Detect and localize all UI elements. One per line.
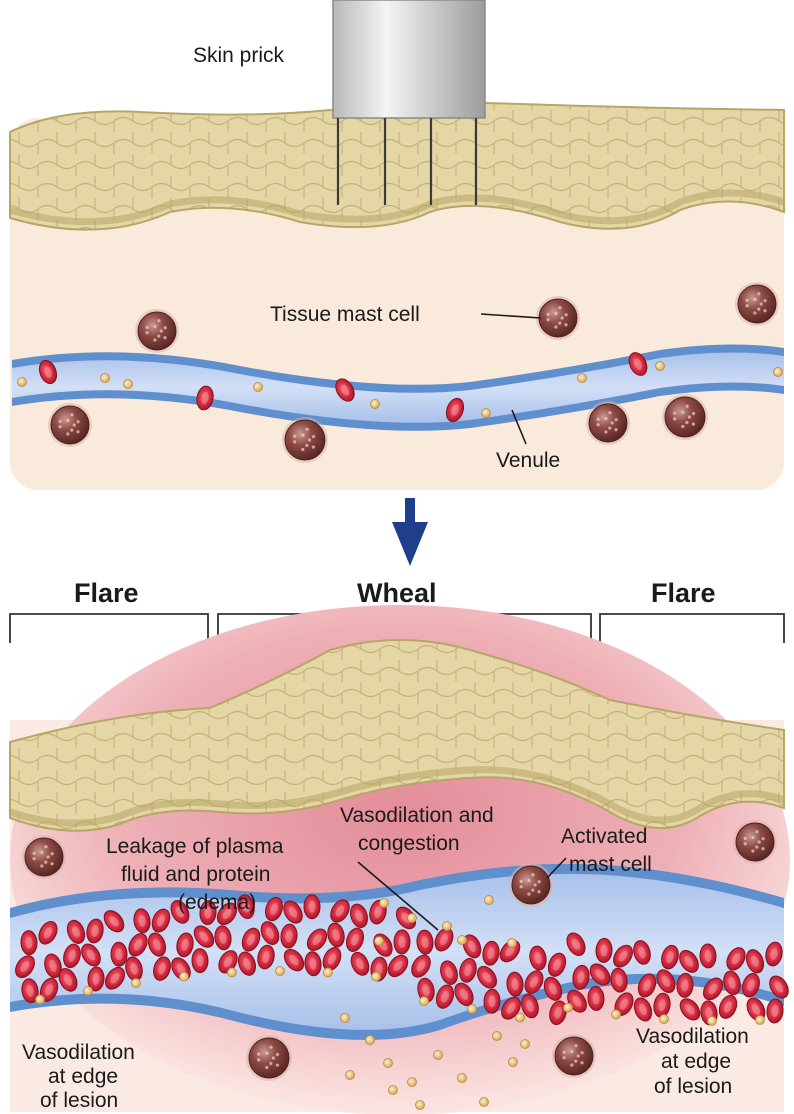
plasma-protein-dot: [443, 922, 452, 931]
red-blood-cell: [484, 989, 501, 1014]
vasodilation-congestion-line-1: Vasodilation and: [340, 804, 494, 827]
skin-prick-device: [333, 0, 485, 118]
mast-cell: [282, 417, 328, 463]
plasma-protein-dot: [458, 936, 467, 945]
plasma-protein-dot: [660, 1015, 669, 1024]
mast-cell: [246, 1035, 292, 1081]
plasma-protein-dot: [508, 939, 517, 948]
plasma-protein-dot: [408, 1078, 417, 1087]
mast-cell: [662, 394, 708, 440]
venule-label: Venule: [496, 449, 560, 472]
red-blood-cell: [192, 948, 208, 972]
plasma-protein-dot: [380, 899, 389, 908]
plasma-protein-dot: [375, 937, 384, 946]
flare-right-bracket: [600, 614, 784, 643]
edge-right-line-3: of lesion: [654, 1075, 732, 1098]
top-panel: Skin prick Tissue mast cell Venule: [10, 0, 784, 490]
red-blood-cell: [111, 942, 128, 967]
wheal-label: Wheal: [357, 578, 437, 608]
plasma-protein-dot: [324, 968, 333, 977]
plasma-protein-dot: [18, 378, 27, 387]
plasma-protein-dot: [516, 1013, 525, 1022]
red-blood-cell: [394, 930, 410, 954]
leakage-line-3: (edema): [178, 891, 256, 914]
plasma-protein-dot: [564, 1003, 573, 1012]
flare-left-label: Flare: [74, 578, 139, 608]
plasma-protein-dot: [774, 368, 783, 377]
mast-cell: [536, 296, 580, 340]
plasma-protein-dot: [656, 362, 665, 371]
mast-cell: [733, 820, 777, 864]
plasma-protein-dot: [468, 1005, 477, 1014]
bottom-panel: Flare Wheal Flare Vasodilation and conge…: [10, 578, 792, 1114]
plasma-protein-dot: [408, 914, 417, 923]
edge-right-line-1: Vasodilation: [636, 1025, 749, 1048]
plasma-protein-dot: [509, 1058, 518, 1067]
flare-left-bracket: [10, 614, 208, 643]
plasma-protein-dot: [384, 1059, 393, 1068]
skin-prick-label: Skin prick: [193, 44, 285, 67]
mast-cell: [735, 282, 779, 326]
plasma-protein-dot: [612, 1010, 621, 1019]
leakage-line-1: Leakage of plasma: [106, 835, 284, 858]
mast-cell: [135, 309, 179, 353]
mast-cell: [552, 1034, 596, 1078]
edge-left-line-1: Vasodilation: [22, 1041, 135, 1064]
plasma-protein-dot: [420, 997, 429, 1006]
plasma-protein-dot: [482, 409, 491, 418]
plasma-protein-dot: [101, 374, 110, 383]
plasma-protein-dot: [389, 1086, 398, 1095]
mast-cell: [509, 863, 553, 907]
mast-cell: [586, 401, 630, 445]
plasma-protein-dot: [371, 400, 380, 409]
flare-right-label: Flare: [651, 578, 716, 608]
plasma-protein-dot: [341, 1014, 350, 1023]
edge-left-line-2: at edge: [48, 1065, 118, 1088]
plasma-protein-dot: [416, 1101, 425, 1110]
plasma-protein-dot: [36, 995, 45, 1004]
plasma-protein-dot: [372, 972, 381, 981]
tissue-mast-cell-label: Tissue mast cell: [270, 303, 420, 326]
plasma-protein-dot: [254, 383, 263, 392]
plasma-protein-dot: [578, 374, 587, 383]
edge-right-line-2: at edge: [661, 1050, 731, 1073]
plasma-protein-dot: [458, 1074, 467, 1083]
red-blood-cell: [304, 895, 320, 919]
edge-left-line-3: of lesion: [40, 1089, 118, 1112]
plasma-protein-dot: [485, 896, 494, 905]
plasma-protein-dot: [180, 972, 189, 981]
plasma-protein-dot: [346, 1071, 355, 1080]
plasma-protein-dot: [521, 1040, 530, 1049]
plasma-protein-dot: [756, 1015, 765, 1024]
activated-mast-cell-line-2: mast cell: [569, 853, 652, 876]
vasodilation-congestion-line-2: congestion: [358, 832, 460, 855]
plasma-protein-dot: [276, 967, 285, 976]
plasma-protein-dot: [493, 1032, 502, 1041]
red-blood-cell: [700, 944, 717, 969]
mast-cell: [48, 403, 92, 447]
plasma-protein-dot: [480, 1098, 489, 1107]
plasma-protein-dot: [434, 1051, 443, 1060]
activated-mast-cell-line-1: Activated: [561, 825, 647, 848]
plasma-protein-dot: [132, 979, 141, 988]
plasma-protein-dot: [228, 968, 237, 977]
mast-cell: [22, 835, 66, 879]
leakage-line-2: fluid and protein: [121, 863, 270, 886]
plasma-protein-dot: [124, 380, 133, 389]
down-arrow: [392, 498, 428, 566]
plasma-protein-dot: [366, 1036, 375, 1045]
plasma-protein-dot: [84, 987, 93, 996]
